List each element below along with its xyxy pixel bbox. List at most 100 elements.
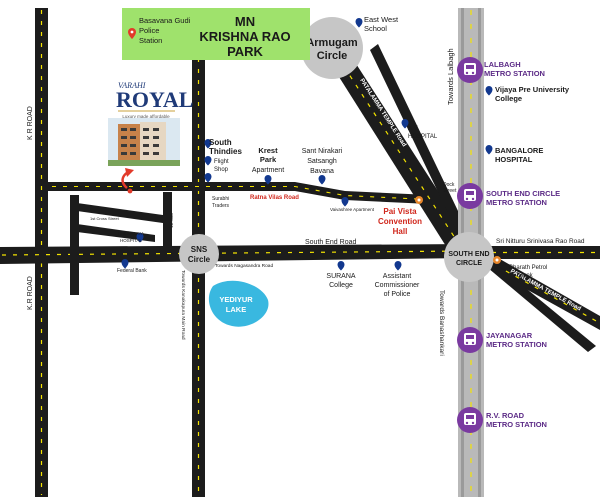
park-line2: KRISHNA RAO: [199, 29, 290, 44]
train-icon: [457, 57, 483, 83]
ratna-vilas-road: [48, 182, 430, 204]
av-line1: A.V.: [408, 126, 419, 132]
map-pin-icon: [136, 233, 144, 243]
train-icon: [457, 327, 483, 353]
park-line1: MN: [235, 14, 255, 29]
brand-top: VARAHI: [118, 81, 146, 90]
police-line1: Basavana Gudi: [139, 16, 191, 25]
bharath-line1: Bharath Petrol: [509, 265, 547, 271]
acp-line1: Assistant: [383, 273, 411, 280]
south-thindies-line1: South: [209, 138, 232, 147]
south-end-metro-line1: SOUTH END CIRCLE: [486, 189, 560, 198]
sri-nitturu-road: [468, 246, 600, 259]
krishna-rao-park: [122, 8, 310, 60]
towards-lalbagh: Towards Lalbagh: [446, 48, 455, 105]
train-icon: [457, 183, 483, 209]
armugam-line2: Circle: [317, 50, 348, 62]
map-pin-icon: [264, 175, 272, 185]
kanakapura-road: [192, 55, 205, 497]
nirakari-line1: Sant Nirakari: [302, 148, 343, 155]
cross-street-1: [77, 203, 170, 224]
sri-nitturu-label: Sri Nitturu Srinivasa Rao Road: [496, 238, 585, 245]
towards-banashankari: Towards Banashankari: [438, 290, 445, 356]
map-pin-icon: [355, 18, 363, 28]
map-pin-icon: [127, 188, 133, 194]
map-pin-icon: [128, 28, 136, 39]
varahi-royal-logo: VARAHI ROYAL Luxury made affordable: [116, 81, 193, 119]
cross-street-2: [77, 224, 155, 242]
krest-line1: Krest: [258, 146, 278, 155]
east-west-line1: East West: [364, 15, 399, 24]
south-thindies-line2: Thindies: [209, 147, 242, 156]
east-west-line2: School: [364, 24, 387, 33]
armugam-line1: Armugam: [306, 37, 358, 49]
surana-line2: College: [329, 282, 353, 289]
krest-line2: Park: [260, 155, 277, 164]
yediyur-lake: [208, 280, 269, 327]
map-pin-icon: [493, 256, 501, 264]
map-pin-icon: [204, 156, 212, 166]
vijaya-line2: College: [495, 94, 522, 103]
brand-tagline: Luxury made affordable: [122, 114, 170, 119]
gas-station-icon: [442, 195, 450, 205]
map-pin-icon: [401, 119, 409, 129]
pai-line2: Convention: [378, 217, 422, 226]
map-pin-icon: [415, 196, 423, 204]
kr-road-top-label: K R ROAD: [27, 106, 34, 140]
surabhi-line2: Traders: [212, 203, 230, 209]
ist-main-label: 1st Main: [169, 213, 174, 228]
nirakari-line3: Bavana: [310, 168, 334, 175]
map-pin-icon: [318, 175, 326, 185]
map-pin-icon: [485, 86, 493, 96]
map-pin-icon: [121, 259, 129, 269]
vaivashree-label: Vaivashree Apartment: [330, 207, 375, 212]
map-pin-icon: [341, 197, 349, 207]
federal-bank-label: Federal Bank: [117, 268, 147, 274]
surana-line1: SURANA: [326, 273, 356, 280]
surabhi-line1: Surabhi: [212, 196, 229, 202]
map-pin-icon: [337, 261, 345, 271]
map-pin-icon: [204, 139, 212, 149]
kr-road-bottom-label: K.R ROAD: [27, 276, 34, 310]
dhruvjaya-line2: HOSPITAL: [120, 238, 142, 243]
sns-line2: Circle: [188, 255, 211, 264]
lake-line2: LAKE: [226, 305, 246, 314]
metro-station-icons: [457, 57, 483, 433]
police-line2: Police: [139, 26, 159, 35]
dhruvjaya-line1: DHUVAJAYA: [118, 231, 144, 236]
south-end-line2: CIRCLE: [456, 260, 482, 267]
road-network: [0, 8, 600, 497]
ratna-vilas-label: Ratna Vilas Road: [250, 195, 299, 201]
flight-shop-line1: Flight: [214, 159, 229, 165]
sns-line1: SNS: [191, 245, 208, 254]
towards-nagasandra: Towards Nagasandra Road: [215, 263, 273, 269]
pai-line3: Hall: [393, 227, 408, 236]
jayanagar-metro-line2: METRO STATION: [486, 340, 547, 349]
jayanagar-metro-line1: JAYANAGAR: [486, 331, 533, 340]
av-line2: HOSPITAL: [408, 134, 438, 140]
side-street-vertical: [70, 195, 79, 295]
map-pin-icon: [394, 261, 402, 271]
lake-line1: YEDIYUR: [219, 295, 253, 304]
krest-line3: Apartment: [252, 167, 284, 174]
lalbagh-metro-line2: METRO STATION: [484, 69, 545, 78]
south-end-metro-line2: METRO STATION: [486, 198, 547, 207]
flight-shop-line2: Shop: [214, 167, 229, 173]
armugam-circle: [301, 17, 363, 79]
dock-line1: Dock: [443, 182, 455, 188]
nirakari-line2: Satsangh: [307, 158, 337, 165]
bangalore-hosp-line1: BANGALORE: [495, 146, 543, 155]
bharath-line2: Bunk: [519, 273, 534, 279]
dock-line2: Street: [443, 188, 457, 194]
small-street-label: 1st Cross Street: [90, 216, 120, 221]
south-end-road-label: South End Road: [305, 239, 356, 246]
rv-metro-line2: METRO STATION: [486, 420, 547, 429]
rv-metro-line1: R.V. ROAD: [486, 411, 525, 420]
map-pin-icon: [485, 145, 493, 155]
lalbagh-metro-line1: LALBAGH: [484, 60, 521, 69]
police-line3: Station: [139, 36, 162, 45]
towards-kanakapura: Towards Kanakapura Main Road: [180, 270, 186, 340]
south-end-road: [0, 244, 470, 264]
sns-circle: [179, 234, 219, 274]
bangalore-hosp-line2: HOSPITAL: [495, 155, 533, 164]
